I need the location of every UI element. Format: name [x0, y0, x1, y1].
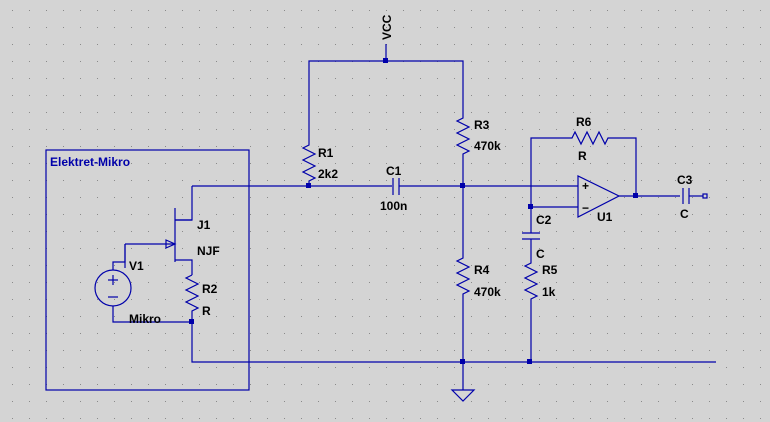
c2-value: C — [536, 247, 545, 261]
c1-value: 100n — [380, 199, 407, 213]
node-inverting — [528, 204, 533, 209]
c2-name: C2 — [536, 213, 552, 227]
feedback-wire-left[interactable] — [530, 137, 578, 208]
u1-minus: − — [582, 201, 589, 215]
jfet-j1[interactable]: J1 NJF — [125, 208, 220, 275]
capacitor-c1[interactable]: C1 100n — [380, 164, 407, 213]
j1-drain-wire[interactable] — [175, 186, 193, 221]
vcc-label: VCC — [380, 14, 394, 40]
r2-name: R2 — [202, 282, 218, 296]
node-r3-r4 — [460, 183, 465, 188]
resistor-r4[interactable]: R4 470k — [455, 186, 501, 362]
u1-name: U1 — [597, 210, 613, 224]
vcc-rail-wire[interactable] — [308, 60, 464, 115]
r6-value: R — [578, 149, 587, 163]
c1-name: C1 — [386, 164, 402, 178]
resistor-r2[interactable]: R2 R — [184, 274, 218, 322]
capacitor-c3[interactable]: C3 C — [677, 173, 708, 221]
j1-value: NJF — [197, 244, 220, 258]
elektret-mikro-box[interactable] — [45, 149, 250, 391]
r1-value: 2k2 — [318, 167, 338, 181]
c3-value: C — [680, 207, 689, 221]
capacitor-c2[interactable]: C2 C — [522, 207, 552, 261]
node-output — [633, 193, 638, 198]
ground-symbol[interactable] — [450, 362, 476, 402]
resistor-r3[interactable]: R3 470k — [455, 115, 501, 186]
j1-name: J1 — [197, 218, 211, 232]
mikro-label: Mikro — [129, 312, 161, 326]
resistor-r1[interactable]: R1 2k2 — [301, 140, 338, 186]
node-mikro — [189, 319, 194, 324]
grid-dots — [12, 10, 761, 419]
c3-name: C3 — [677, 173, 693, 187]
r2-value: R — [202, 304, 211, 318]
r6-name: R6 — [576, 115, 592, 129]
r4-name: R4 — [474, 263, 490, 277]
u1-plus: + — [582, 179, 589, 193]
r5-name: R5 — [542, 263, 558, 277]
node-r1 — [306, 183, 311, 188]
resistor-r6[interactable]: R6 R — [568, 115, 637, 196]
r1-name: R1 — [318, 146, 334, 160]
vcc-supply[interactable]: VCC — [380, 14, 394, 63]
elektret-mikro-label: Elektret-Mikro — [50, 155, 130, 169]
node-ground-r5 — [527, 359, 532, 364]
ground-rail[interactable] — [191, 322, 716, 363]
voltage-source-v1[interactable]: V1 — [94, 244, 192, 323]
v1-name: V1 — [129, 259, 144, 273]
r3-value: 470k — [474, 139, 501, 153]
r5-value: 1k — [542, 285, 556, 299]
r4-value: 470k — [474, 285, 501, 299]
opamp-u1[interactable]: + − U1 — [577, 175, 621, 224]
r3-name: R3 — [474, 118, 490, 132]
node-ground-r4 — [460, 359, 465, 364]
resistor-r5[interactable]: R5 1k — [523, 239, 558, 362]
